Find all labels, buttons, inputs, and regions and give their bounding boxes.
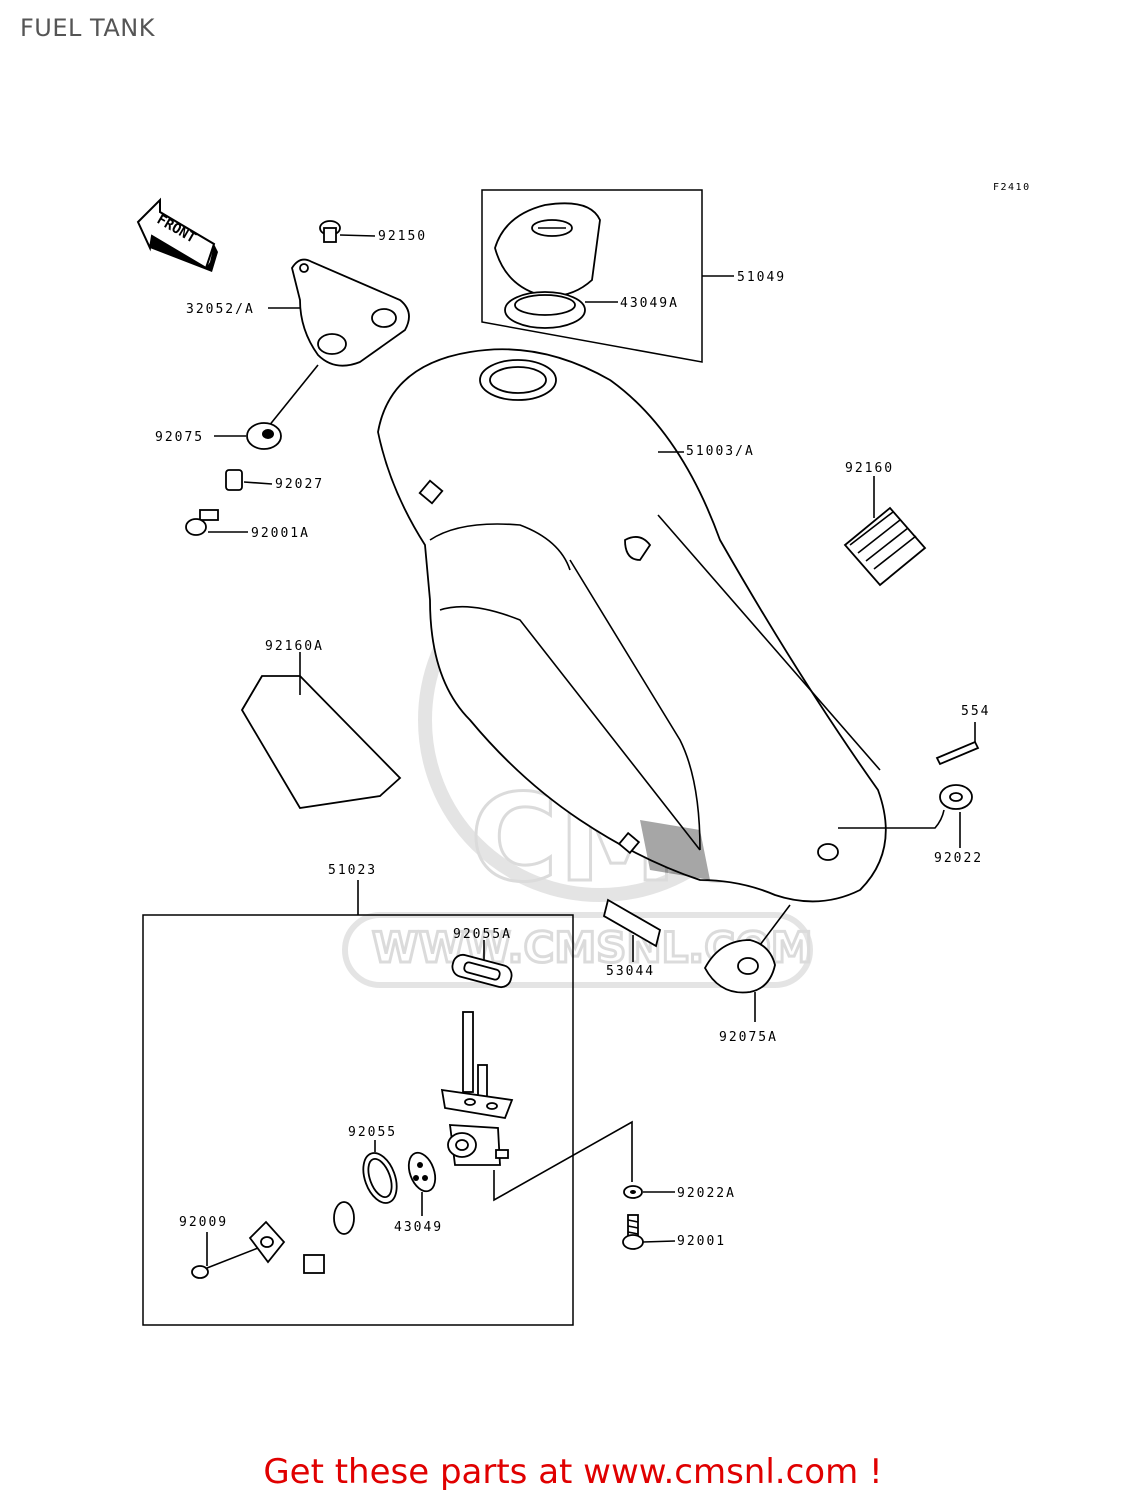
gasket-92055a-icon [451, 940, 513, 989]
part-label-92160: 92160 [845, 461, 894, 476]
part-label-554: 554 [961, 704, 990, 719]
front-arrow-icon: FRONT [136, 197, 218, 272]
figure-code: F2410 [993, 182, 1031, 193]
grommet-92075a-icon [703, 904, 791, 1022]
part-label-43049: 43049 [394, 1220, 443, 1235]
footer-link[interactable]: Get these parts at www.cmsnl.com ! [263, 1452, 883, 1492]
part-label-92001: 92001 [677, 1234, 726, 1249]
bolt-92001-icon [622, 1214, 676, 1250]
washer-92022-icon [838, 784, 973, 848]
part-label-92075a: 92075A [719, 1030, 778, 1045]
fuel-tank-icon [377, 348, 887, 903]
screw-92009-icon [191, 1220, 286, 1279]
fuel-tank-diagram: CMS WWW.CMSNL.COM F2410 FRONT 92150 3205… [136, 182, 1031, 1326]
fuel-cock-assembly-box [142, 880, 574, 1326]
part-label-43049a: 43049A [620, 296, 679, 311]
o-ring-92055-icon [362, 1140, 398, 1204]
grommet-92075-icon [214, 422, 282, 450]
part-label-92150: 92150 [378, 229, 427, 244]
part-label-92022: 92022 [934, 851, 983, 866]
part-label-92055a: 92055A [453, 927, 512, 942]
bolt-92150-icon [319, 220, 376, 243]
page-title: FUEL TANK [20, 14, 155, 42]
fuel-cap-assembly-box [481, 189, 734, 363]
strainer-icon [302, 1201, 355, 1274]
part-label-92055: 92055 [348, 1125, 397, 1140]
washer-92022a-icon [623, 1185, 675, 1199]
fuel-cock-icon [440, 1011, 633, 1202]
part-label-92001a: 92001A [251, 526, 310, 541]
pad-92160-icon [843, 476, 927, 587]
pad-92160a-icon [240, 652, 402, 809]
part-label-92009: 92009 [179, 1215, 228, 1230]
collar-92027-icon [225, 469, 273, 491]
part-label-51003a: 51003/A [686, 444, 755, 459]
cotter-pin-554-icon [935, 722, 980, 766]
part-label-92075: 92075 [155, 430, 204, 445]
part-label-32052a: 32052/A [186, 302, 255, 317]
part-label-92027: 92027 [275, 477, 324, 492]
filter-disc-43049-icon [407, 1151, 437, 1216]
damper-53044-icon [602, 898, 662, 962]
part-label-53044: 53044 [606, 964, 655, 979]
bolt-92001a-icon [185, 509, 248, 536]
part-label-51023: 51023 [328, 863, 377, 878]
part-label-92160a: 92160A [265, 639, 324, 654]
part-label-51049: 51049 [737, 270, 786, 285]
bracket-32052-icon [263, 258, 410, 433]
part-label-92022a: 92022A [677, 1186, 736, 1201]
